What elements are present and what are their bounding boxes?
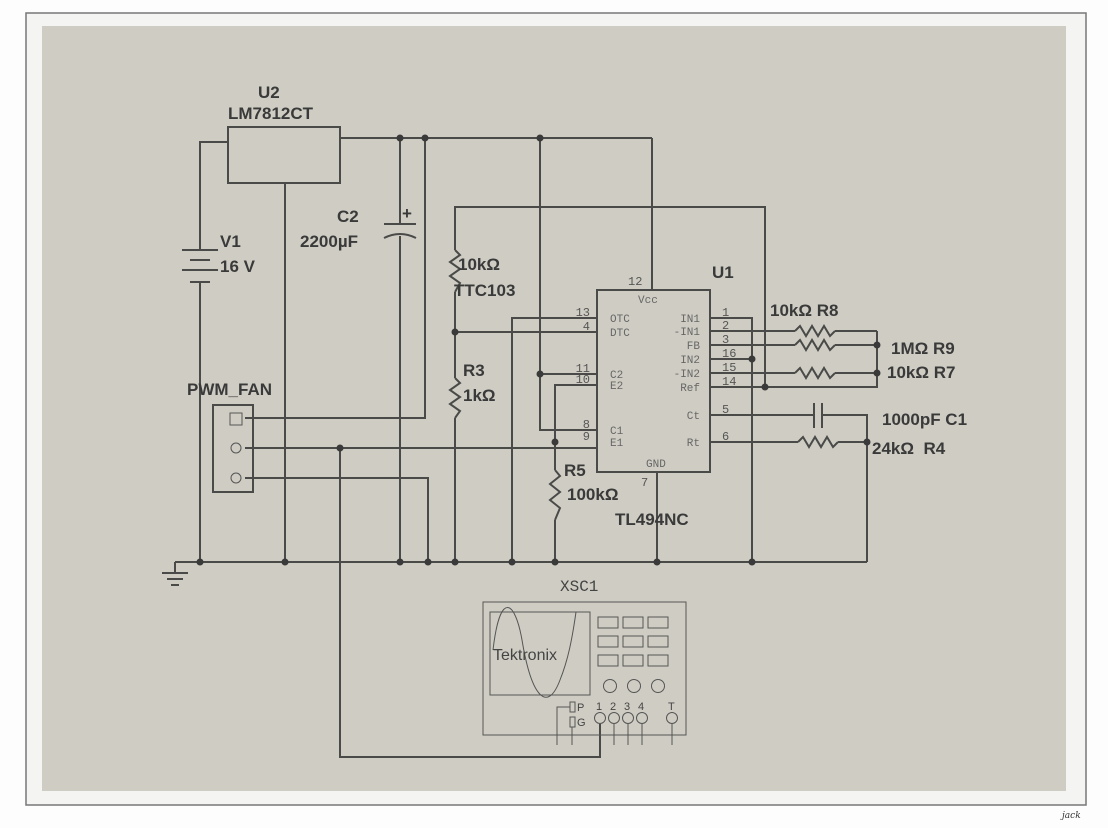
- pin-num: 5: [722, 403, 729, 417]
- pin-num: 13: [576, 306, 590, 320]
- probe-p-label: P: [577, 702, 584, 714]
- r8-resistor: [794, 324, 836, 338]
- r7-resistor: [794, 366, 836, 380]
- pin-name: Ct: [687, 411, 700, 423]
- u1-ref: U1: [712, 263, 734, 282]
- pin-name: OTC: [610, 314, 630, 326]
- pin-name: -IN2: [674, 369, 700, 381]
- scope-brand: Tektronix: [493, 647, 557, 664]
- u2-part: LM7812CT: [228, 104, 314, 123]
- c2-value: 2200µF: [300, 232, 358, 251]
- pin-name: Vcc: [638, 295, 658, 307]
- v1-battery: V1 16 V: [182, 232, 256, 283]
- pin-num: 7: [641, 476, 648, 490]
- r9-resistor: [794, 338, 836, 352]
- pwm-fan-connector: PWM_FAN: [187, 380, 272, 493]
- u1-part: TL494NC: [615, 510, 689, 529]
- v1-ref: V1: [220, 232, 241, 251]
- pin-num: 10: [576, 373, 590, 387]
- pin-name: E2: [610, 381, 623, 393]
- pin-num: 12: [628, 275, 642, 289]
- signature: jack: [1060, 811, 1081, 821]
- r9-label: 1MΩ R9: [891, 339, 955, 358]
- probe-g-label: G: [577, 717, 586, 729]
- r3-resistor: [448, 377, 462, 419]
- r5-value: 100kΩ: [567, 485, 618, 504]
- pin-name: C1: [610, 426, 624, 438]
- c2-ref: C2: [337, 207, 359, 226]
- pin-num: 16: [722, 347, 736, 361]
- ttc-thermistor: [448, 249, 462, 293]
- pin-name: GND: [646, 459, 666, 471]
- channel-2-label: 2: [610, 701, 616, 713]
- channel-1-label: 1: [596, 701, 602, 713]
- channel-3-label: 3: [624, 701, 630, 713]
- r5-ref: R5: [564, 461, 586, 480]
- ttc-value: 10kΩ: [458, 255, 500, 274]
- trigger-label: T: [668, 701, 675, 713]
- pin-name: -IN1: [674, 327, 701, 339]
- pin-name: C2: [610, 370, 623, 382]
- ttc-part: TTC103: [454, 281, 515, 300]
- pin-num: 1: [722, 306, 729, 320]
- ground-symbol-icon: [162, 562, 188, 586]
- pin-name: IN1: [680, 314, 700, 326]
- pin-num: 8: [583, 418, 590, 432]
- channel-4-label: 4: [638, 701, 644, 713]
- oscilloscope-xsc1: XSC1 Tektronix P G 1 2 3 4 T: [482, 578, 687, 745]
- pin-num: 14: [722, 375, 736, 389]
- pin-name: DTC: [610, 328, 630, 340]
- pin-num: 11: [576, 362, 590, 376]
- pin-name: FB: [687, 341, 701, 353]
- junction-dots: [196, 134, 881, 566]
- pin-num: 3: [722, 333, 729, 347]
- scope-ref: XSC1: [560, 578, 598, 596]
- u2-regulator: U2 LM7812CT: [227, 83, 341, 184]
- pin-name: Ref: [680, 383, 700, 395]
- resistors: [448, 249, 839, 521]
- r7-label: 10kΩ R7: [887, 363, 955, 382]
- r8-label: 10kΩ R8: [770, 301, 838, 320]
- pin-num: 2: [722, 319, 729, 333]
- c2-capacitor: + C2 2200µF: [300, 204, 417, 251]
- pin-num: 15: [722, 361, 736, 375]
- pin-name: E1: [610, 438, 624, 450]
- pin-num: 9: [583, 430, 590, 444]
- r4-resistor: [797, 435, 839, 449]
- c1-label: 1000pF C1: [882, 410, 967, 429]
- c2-polarity: +: [402, 204, 412, 223]
- r4-label: 24kΩ R4: [872, 439, 946, 458]
- r5-resistor: [548, 469, 562, 521]
- pin-num: 6: [722, 430, 729, 444]
- pin-name: Rt: [687, 438, 700, 450]
- pin-name: IN2: [680, 355, 700, 367]
- v1-value: 16 V: [220, 257, 256, 276]
- fan-label: PWM_FAN: [187, 380, 272, 399]
- u2-ref: U2: [258, 83, 280, 102]
- r3-value: 1kΩ: [463, 386, 496, 405]
- wires: [175, 137, 878, 758]
- pin-num: 4: [583, 320, 590, 334]
- r3-ref: R3: [463, 361, 485, 380]
